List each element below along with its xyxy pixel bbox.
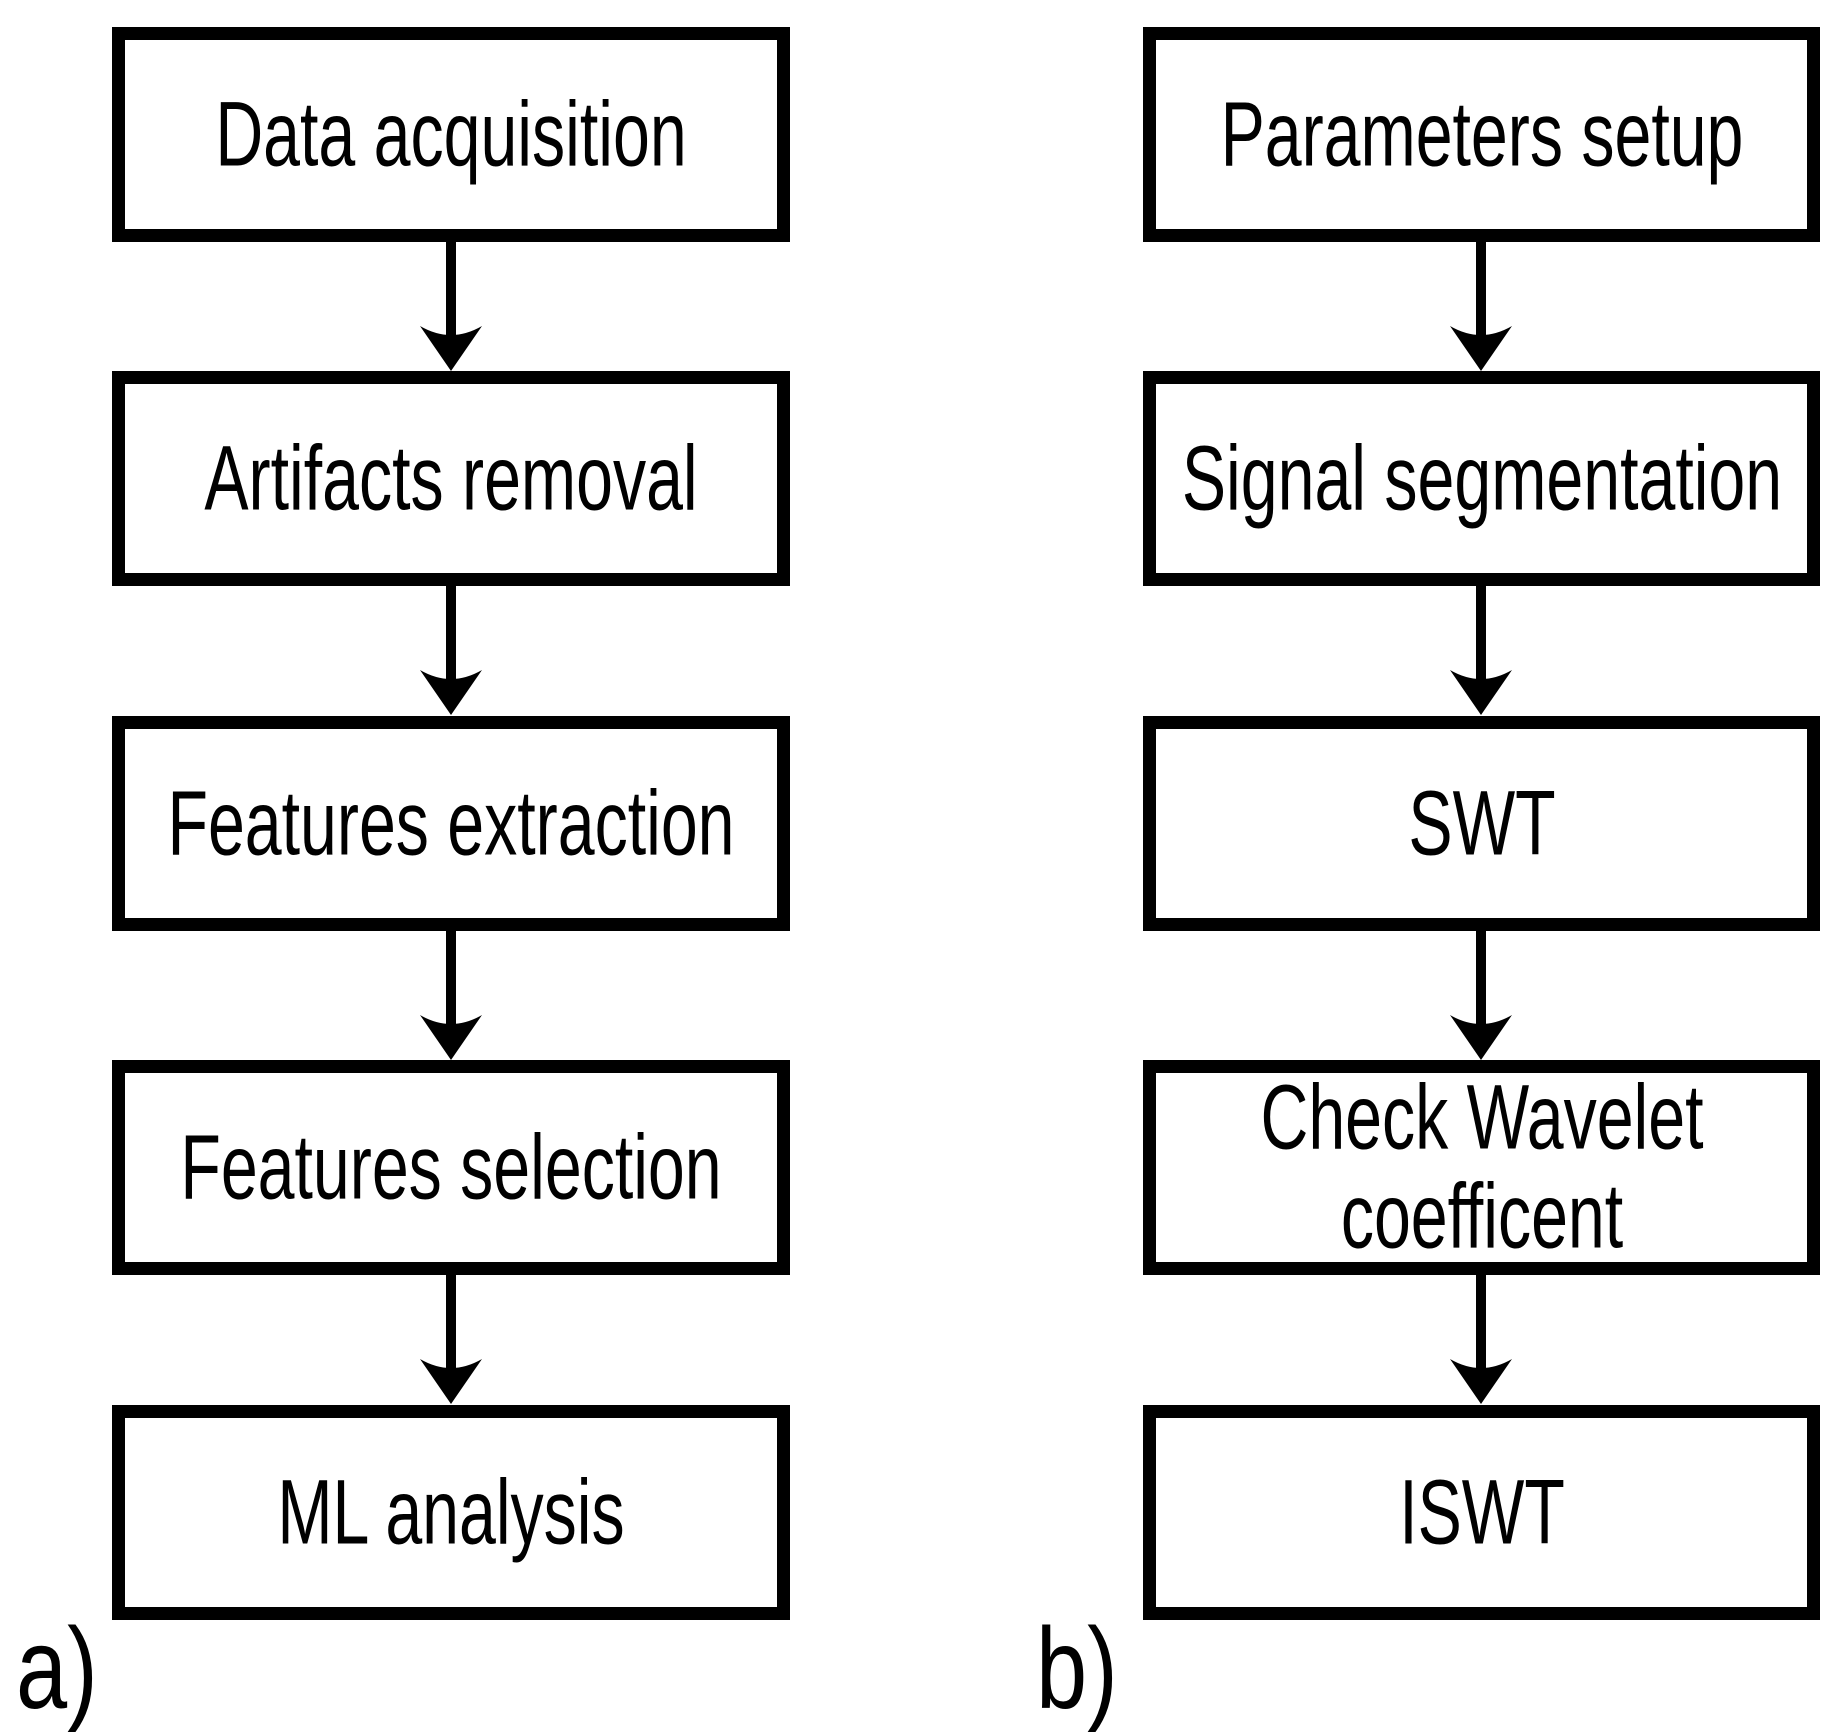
- flow-box-signal-segmentation: Signal segmentation: [1143, 371, 1820, 586]
- arrow-down-icon: [1450, 1274, 1512, 1404]
- flow-box-check-wavelet-coefficent: Check Wavelet coefficent: [1143, 1060, 1820, 1275]
- flow-box-data-acquisition: Data acquisition: [112, 27, 790, 242]
- flow-box-label: ISWT: [1398, 1460, 1565, 1563]
- column-label-b: b): [1036, 1605, 1118, 1732]
- column-label-a: a): [16, 1605, 98, 1732]
- arrow-down-icon: [1450, 585, 1512, 715]
- arrow-down-icon: [420, 241, 482, 371]
- flow-box-artifacts-removal: Artifacts removal: [112, 371, 790, 586]
- flow-box-label: ML analysis: [277, 1460, 625, 1563]
- flow-box-label: Signal segmentation: [1181, 426, 1782, 529]
- flow-box-label: Artifacts removal: [204, 426, 698, 529]
- flow-box-label: Features extraction: [167, 771, 735, 874]
- flow-box-label: Features selection: [180, 1115, 722, 1218]
- arrow-down-icon: [1450, 241, 1512, 371]
- flow-box-ml-analysis: ML analysis: [112, 1405, 790, 1620]
- flow-box-iswt: ISWT: [1143, 1405, 1820, 1620]
- flow-box-features-selection: Features selection: [112, 1060, 790, 1275]
- flow-box-label: Data acquisition: [215, 82, 687, 185]
- flow-box-parameters-setup: Parameters setup: [1143, 27, 1820, 242]
- arrow-down-icon: [420, 930, 482, 1060]
- flow-box-features-extraction: Features extraction: [112, 716, 790, 931]
- flow-box-swt: SWT: [1143, 716, 1820, 931]
- flow-box-label: SWT: [1407, 771, 1556, 874]
- flow-box-label: Check Wavelet coefficent: [1260, 1066, 1703, 1268]
- arrow-down-icon: [420, 585, 482, 715]
- arrow-down-icon: [420, 1274, 482, 1404]
- arrow-down-icon: [1450, 930, 1512, 1060]
- flow-box-label: Parameters setup: [1220, 82, 1743, 185]
